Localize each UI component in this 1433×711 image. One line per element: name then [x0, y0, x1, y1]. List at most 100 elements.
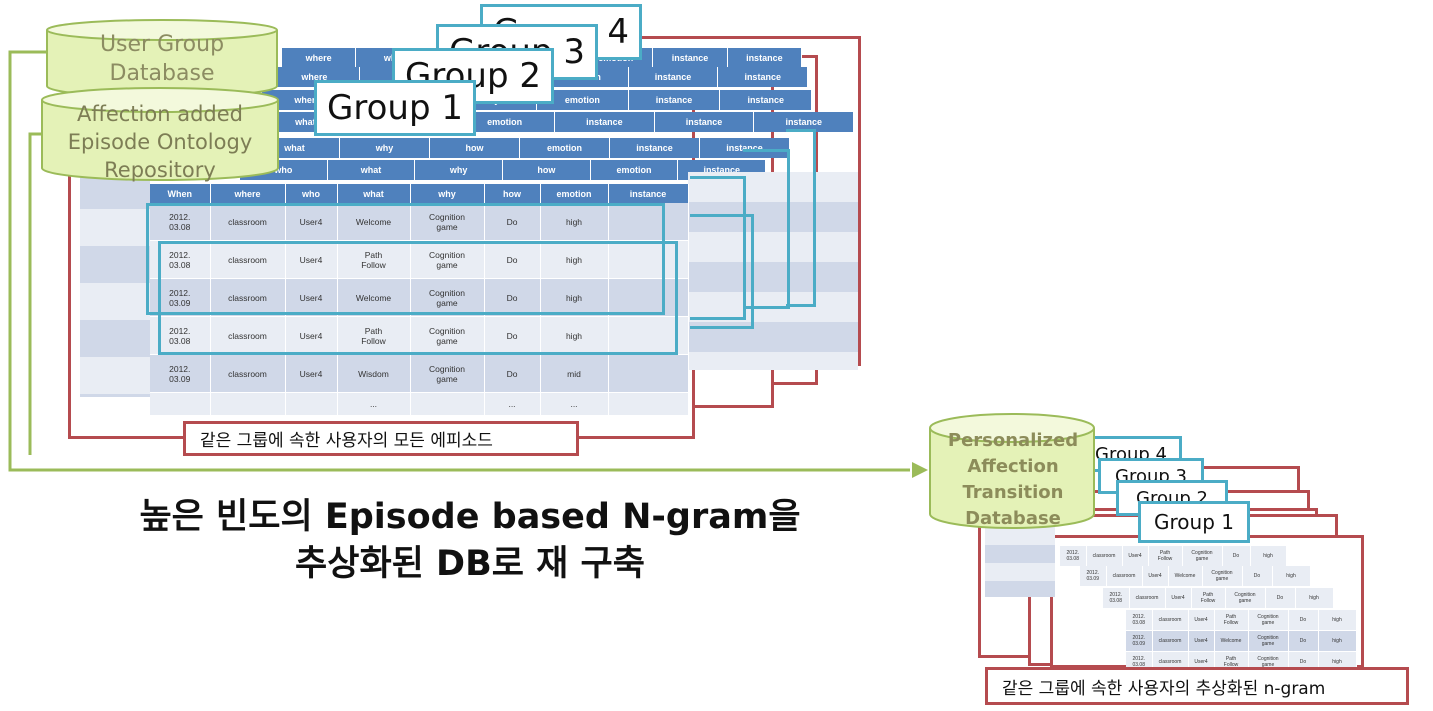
table-cell: Do [484, 203, 541, 241]
col-what: what [337, 184, 411, 203]
table-cell: high [540, 203, 609, 241]
hdr-cell: emotion [591, 160, 679, 180]
table-cell: Cognition game [410, 316, 485, 355]
hdr-cell: instance [700, 138, 790, 158]
episode-table: When where who what why how emotion inst… [150, 184, 689, 416]
small-table-cell: User4 [1188, 610, 1215, 631]
small-table-cell: Cognition game [1248, 610, 1289, 631]
small-table-cell: User4 [1165, 588, 1192, 609]
hdr-cell: who [240, 160, 328, 180]
hdr-cell: instance [718, 67, 809, 87]
ngram-highlight-2 [158, 241, 678, 355]
ngram-highlight-1 [146, 203, 665, 315]
hdr-cell: instance [728, 48, 802, 68]
small-table-cell: Cognition game [1225, 588, 1266, 609]
hdr-cell: emotion [520, 138, 610, 158]
table-cell [210, 392, 286, 416]
table-cell: Cognition game [410, 354, 485, 393]
table-cell [608, 203, 689, 241]
hdr-cell: instance [754, 112, 855, 132]
col-where: where [210, 184, 286, 203]
col-when: When [150, 184, 211, 203]
small-table-cell: Welcome [1168, 566, 1203, 587]
table-cell [608, 278, 689, 317]
ontology-line-2: Episode Ontology [67, 130, 253, 154]
table-cell: ... [484, 392, 541, 416]
small-table-cell: Path Follow [1148, 546, 1183, 567]
table-cell: classroom [210, 316, 286, 355]
table-cell: high [540, 278, 609, 317]
headline-line-2: 추상화된 DB로 재 구축 [295, 544, 645, 584]
small-table-cell: classroom [1129, 588, 1166, 609]
hdr-cell: what [328, 160, 416, 180]
table-cell: Do [484, 316, 541, 355]
personalized-line-2: Affection [967, 456, 1059, 477]
small-table-cell: Do [1222, 546, 1251, 567]
ngram-highlight-back-1 [786, 129, 816, 307]
table-cell: ... [540, 392, 609, 416]
small-table-cell: User4 [1188, 630, 1215, 652]
table-cell [608, 354, 689, 393]
small-table-cell: 2012. 03.08 [1126, 610, 1153, 631]
hdr-cell: instance [655, 112, 755, 132]
small-table-cell: Cognition game [1182, 546, 1223, 567]
ontology-line-1: Affection added [77, 102, 243, 126]
hdr-cell: why [340, 138, 430, 158]
back-rows-right [688, 172, 858, 370]
small-table-cell: Do [1242, 566, 1273, 587]
hdr-cell: instance [720, 90, 813, 110]
table-cell: Cognition game [410, 240, 485, 279]
small-table-cell: Welcome [1214, 630, 1249, 652]
table-cell: User4 [285, 316, 338, 355]
small-table-cell: high [1250, 546, 1287, 567]
small-table-cell: User4 [1142, 566, 1169, 587]
personalized-db-label: Personalized Affection Transition Databa… [930, 428, 1096, 532]
back-table-header-1a: who what why how emotion instance [240, 160, 767, 180]
group-1-label: Group 1 [314, 80, 476, 136]
table-cell: Do [484, 278, 541, 317]
small-table-cell: high [1272, 566, 1311, 587]
table-cell [608, 392, 689, 416]
table-cell: classroom [210, 354, 286, 393]
small-table-cell: classroom [1086, 546, 1123, 567]
table-row: ......... [150, 392, 689, 416]
small-table-cell: high [1295, 588, 1334, 609]
small-table-cell: User4 [1122, 546, 1149, 567]
hdr-cell: what [250, 138, 340, 158]
small-table-cell: 2012. 03.09 [1080, 566, 1107, 587]
small-table-cell: classroom [1152, 610, 1189, 631]
hdr-cell: where [282, 48, 357, 68]
hdr-cell: emotion [537, 90, 629, 110]
small-table-cell: Cognition game [1248, 630, 1289, 652]
col-how: how [484, 184, 541, 203]
table-cell: high [540, 316, 609, 355]
small-table-cell: Cognition game [1202, 566, 1243, 587]
hdr-cell: instance [629, 67, 719, 87]
hdr-cell: how [430, 138, 520, 158]
small-table-cell: Do [1288, 610, 1319, 631]
small-table-cell: Path Follow [1214, 610, 1249, 631]
table-cell: User4 [285, 278, 338, 317]
table-cell: Do [484, 240, 541, 279]
hdr-cell: instance [629, 90, 721, 110]
table-cell: classroom [210, 240, 286, 279]
table-cell: 2012. 03.08 [150, 203, 211, 241]
back-rows-left [80, 172, 150, 397]
table-cell: ... [337, 392, 411, 416]
personalized-line-4: Database [965, 508, 1061, 529]
ontology-repo-label: Affection added Episode Ontology Reposit… [50, 100, 270, 184]
hdr-cell: instance [678, 160, 767, 180]
col-who: who [285, 184, 338, 203]
